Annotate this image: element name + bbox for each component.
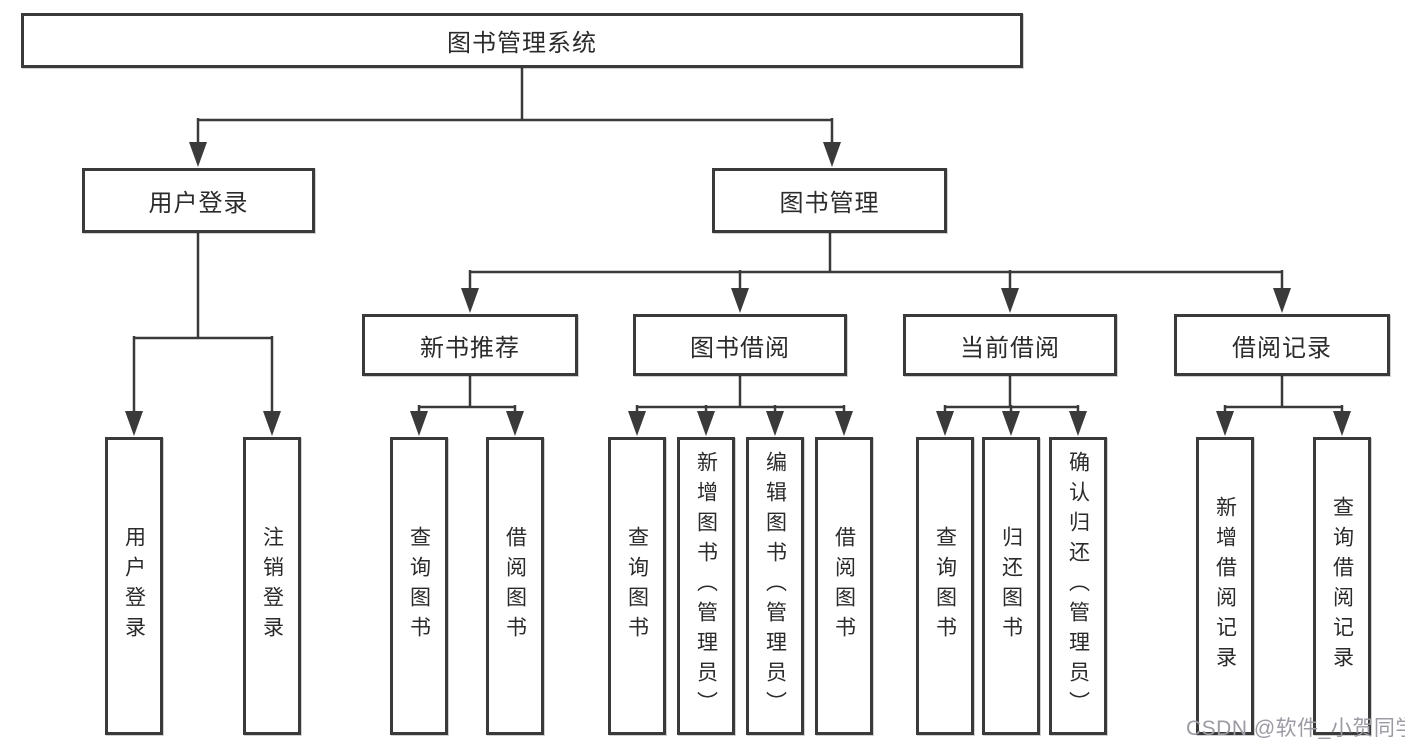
node-book-borrowing: 图书借阅 bbox=[633, 314, 847, 376]
node-return-books: 归还图书 bbox=[982, 437, 1040, 735]
node-library-management-system: 图书管理系统 bbox=[21, 13, 1023, 68]
node-user-login-action: 用户登录 bbox=[105, 437, 163, 735]
node-add-borrow-record: 新增借阅记录 bbox=[1196, 437, 1254, 735]
node-confirm-return-admin: 确认归还（管理员） bbox=[1049, 437, 1107, 735]
node-add-books-admin: 新增图书（管理员） bbox=[677, 437, 735, 735]
connector-paths bbox=[132, 66, 1344, 415]
node-borrowing-records: 借阅记录 bbox=[1174, 314, 1390, 376]
node-user-login: 用户登录 bbox=[82, 168, 315, 233]
csdn-watermark: CSDN @软件_小贺同学 bbox=[1186, 717, 1405, 740]
node-query-borrow-record: 查询借阅记录 bbox=[1313, 437, 1371, 735]
node-edit-books-admin: 编辑图书（管理员） bbox=[746, 437, 804, 735]
node-logout-action: 注销登录 bbox=[243, 437, 301, 735]
node-book-management: 图书管理 bbox=[712, 168, 947, 233]
node-query-books-borrowing: 查询图书 bbox=[608, 437, 666, 735]
node-query-books-recommend: 查询图书 bbox=[390, 437, 448, 735]
arrowheads bbox=[125, 142, 1351, 436]
node-borrow-books-recommend: 借阅图书 bbox=[486, 437, 544, 735]
node-new-book-recommend: 新书推荐 bbox=[362, 314, 578, 376]
node-borrow-books: 借阅图书 bbox=[815, 437, 873, 735]
node-current-borrowing: 当前借阅 bbox=[903, 314, 1117, 376]
node-query-books-current: 查询图书 bbox=[916, 437, 974, 735]
